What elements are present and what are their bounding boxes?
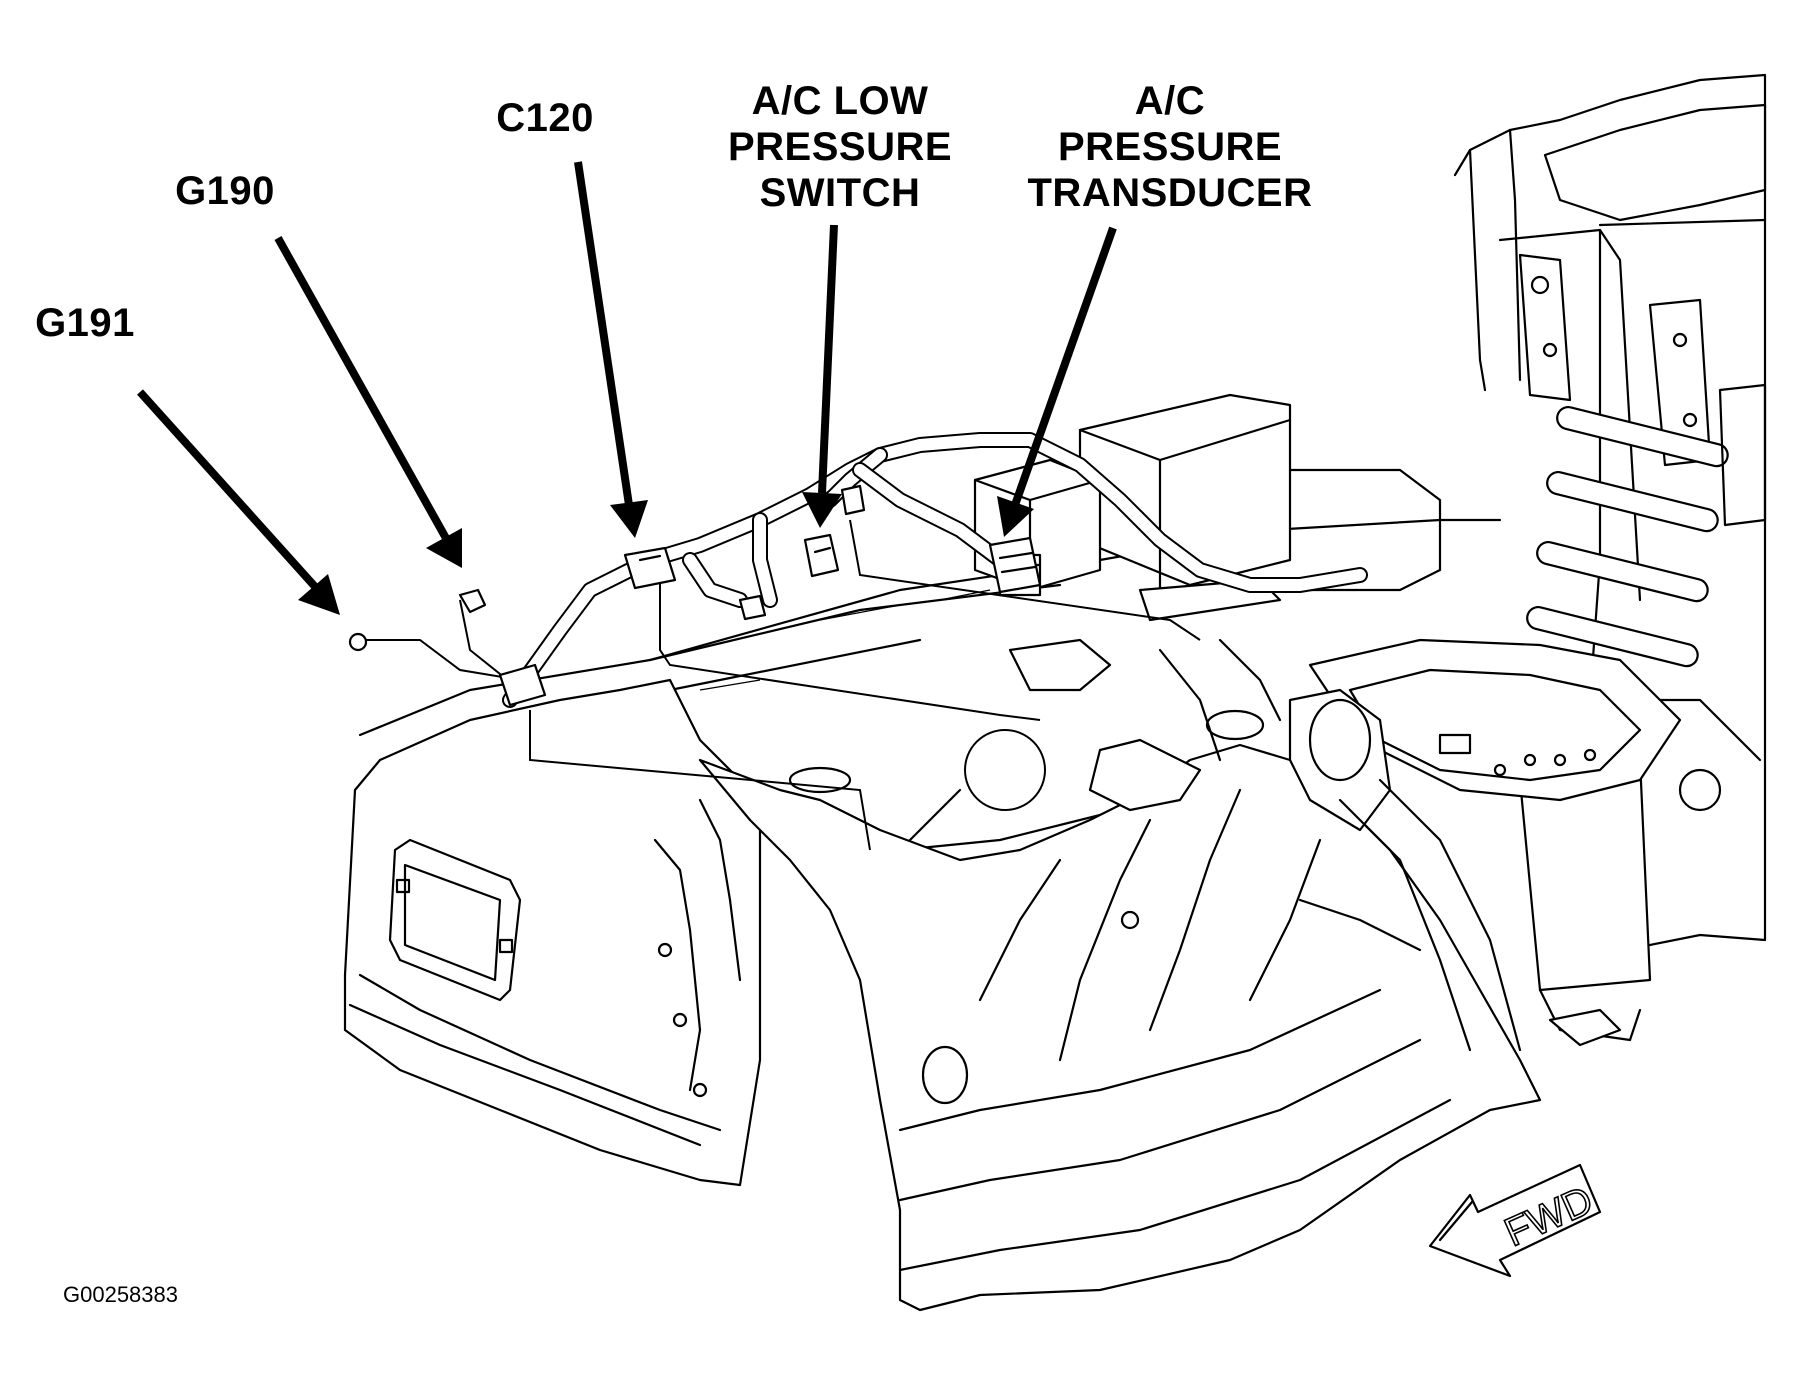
callout-ac-low-pressure-switch: A/C LOW PRESSURE SWITCH xyxy=(727,79,953,215)
callout-g191: G191 xyxy=(35,301,135,345)
callout-g190: G190 xyxy=(175,169,275,213)
leader-arrows xyxy=(137,161,1117,615)
callout-c120: C120 xyxy=(496,96,594,140)
connectors xyxy=(348,484,1042,707)
figure-id-code: G00258383 xyxy=(63,1282,178,1307)
c120-connector xyxy=(623,546,677,590)
ac-low-pressure-switch-connector xyxy=(803,533,840,578)
wiring-harness xyxy=(360,432,1368,851)
ground-clip xyxy=(498,663,547,707)
left-quarter-panel xyxy=(343,678,762,1187)
fwd-direction-arrow: FWD xyxy=(1428,1163,1602,1278)
rear-bulkhead-structure xyxy=(1453,73,1767,1047)
ac-pressure-transducer-connector xyxy=(988,536,1042,594)
callout-ac-pressure-transducer: A/C PRESSURE TRANSDUCER xyxy=(1027,79,1313,215)
wheelhouse xyxy=(698,638,1542,1312)
g191-eyelet xyxy=(348,632,368,652)
g190-eyelet xyxy=(458,588,487,614)
